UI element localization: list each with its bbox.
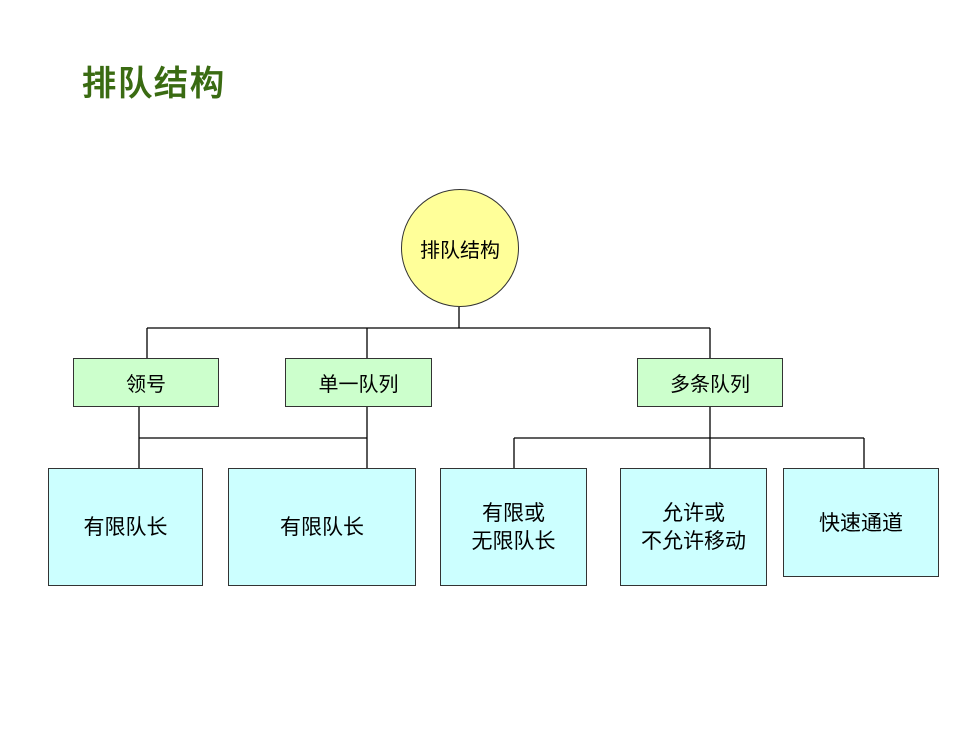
node-allow-move: 允许或 不允许移动 <box>620 468 767 586</box>
node-single-queue: 单一队列 <box>285 358 432 407</box>
node-label-line2: 不允许移动 <box>641 529 746 553</box>
root-node-queue-structure: 排队结构 <box>401 189 519 307</box>
node-label-line2: 无限队长 <box>471 529 556 553</box>
node-ticket: 领号 <box>73 358 219 407</box>
node-label-line1: 允许或 <box>662 501 725 525</box>
node-label: 快速通道 <box>819 510 903 535</box>
node-express-lane: 快速通道 <box>783 468 939 577</box>
node-label: 有限队长 <box>83 515 168 539</box>
node-finite-queue-length-1: 有限队长 <box>48 468 203 586</box>
page-title: 排队结构 <box>82 64 226 104</box>
node-label: 有限队长 <box>280 515 364 539</box>
node-finite-queue-length-2: 有限队长 <box>228 468 416 586</box>
node-label-line1: 有限或 <box>482 501 545 525</box>
node-multi-queue: 多条队列 <box>637 358 783 407</box>
node-finite-or-infinite: 有限或 无限队长 <box>440 468 587 586</box>
